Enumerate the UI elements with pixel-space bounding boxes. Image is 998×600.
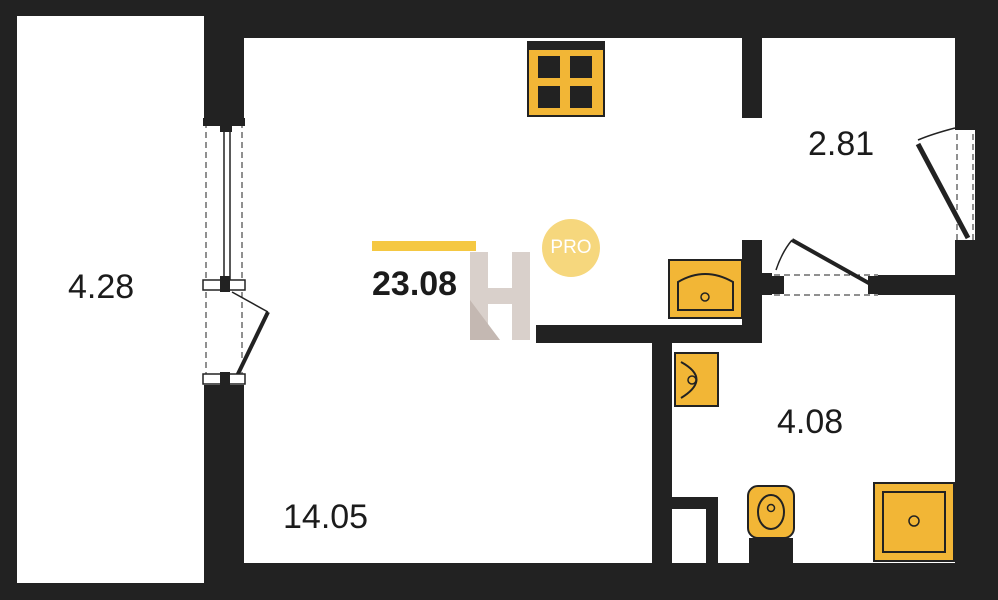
kitchen-stove-icon: [527, 41, 605, 117]
interior-walls: [244, 16, 975, 583]
room-area-hallway: 2.81: [808, 125, 875, 163]
room-area-bathroom: 4.08: [777, 403, 844, 441]
pro-badge-label: PRO: [550, 237, 592, 258]
room-area-balcony: 4.28: [68, 268, 135, 306]
balcony-wall: [204, 16, 244, 583]
toilet-icon: [747, 485, 795, 563]
pro-badge: PRO: [542, 219, 600, 277]
room-area-living-room: 14.05: [283, 498, 369, 536]
bathroom-door-icon: [772, 238, 880, 296]
washbasin-icon: [674, 352, 719, 407]
shower-tray-icon: [873, 482, 955, 562]
entrance-door-icon: [915, 120, 975, 250]
sink-icon: [668, 259, 743, 319]
total-accent-bar: [372, 241, 476, 251]
logo-watermark-icon: [470, 252, 530, 340]
balcony-door-icon: [202, 118, 270, 386]
total-area: 23.08: [372, 265, 458, 303]
